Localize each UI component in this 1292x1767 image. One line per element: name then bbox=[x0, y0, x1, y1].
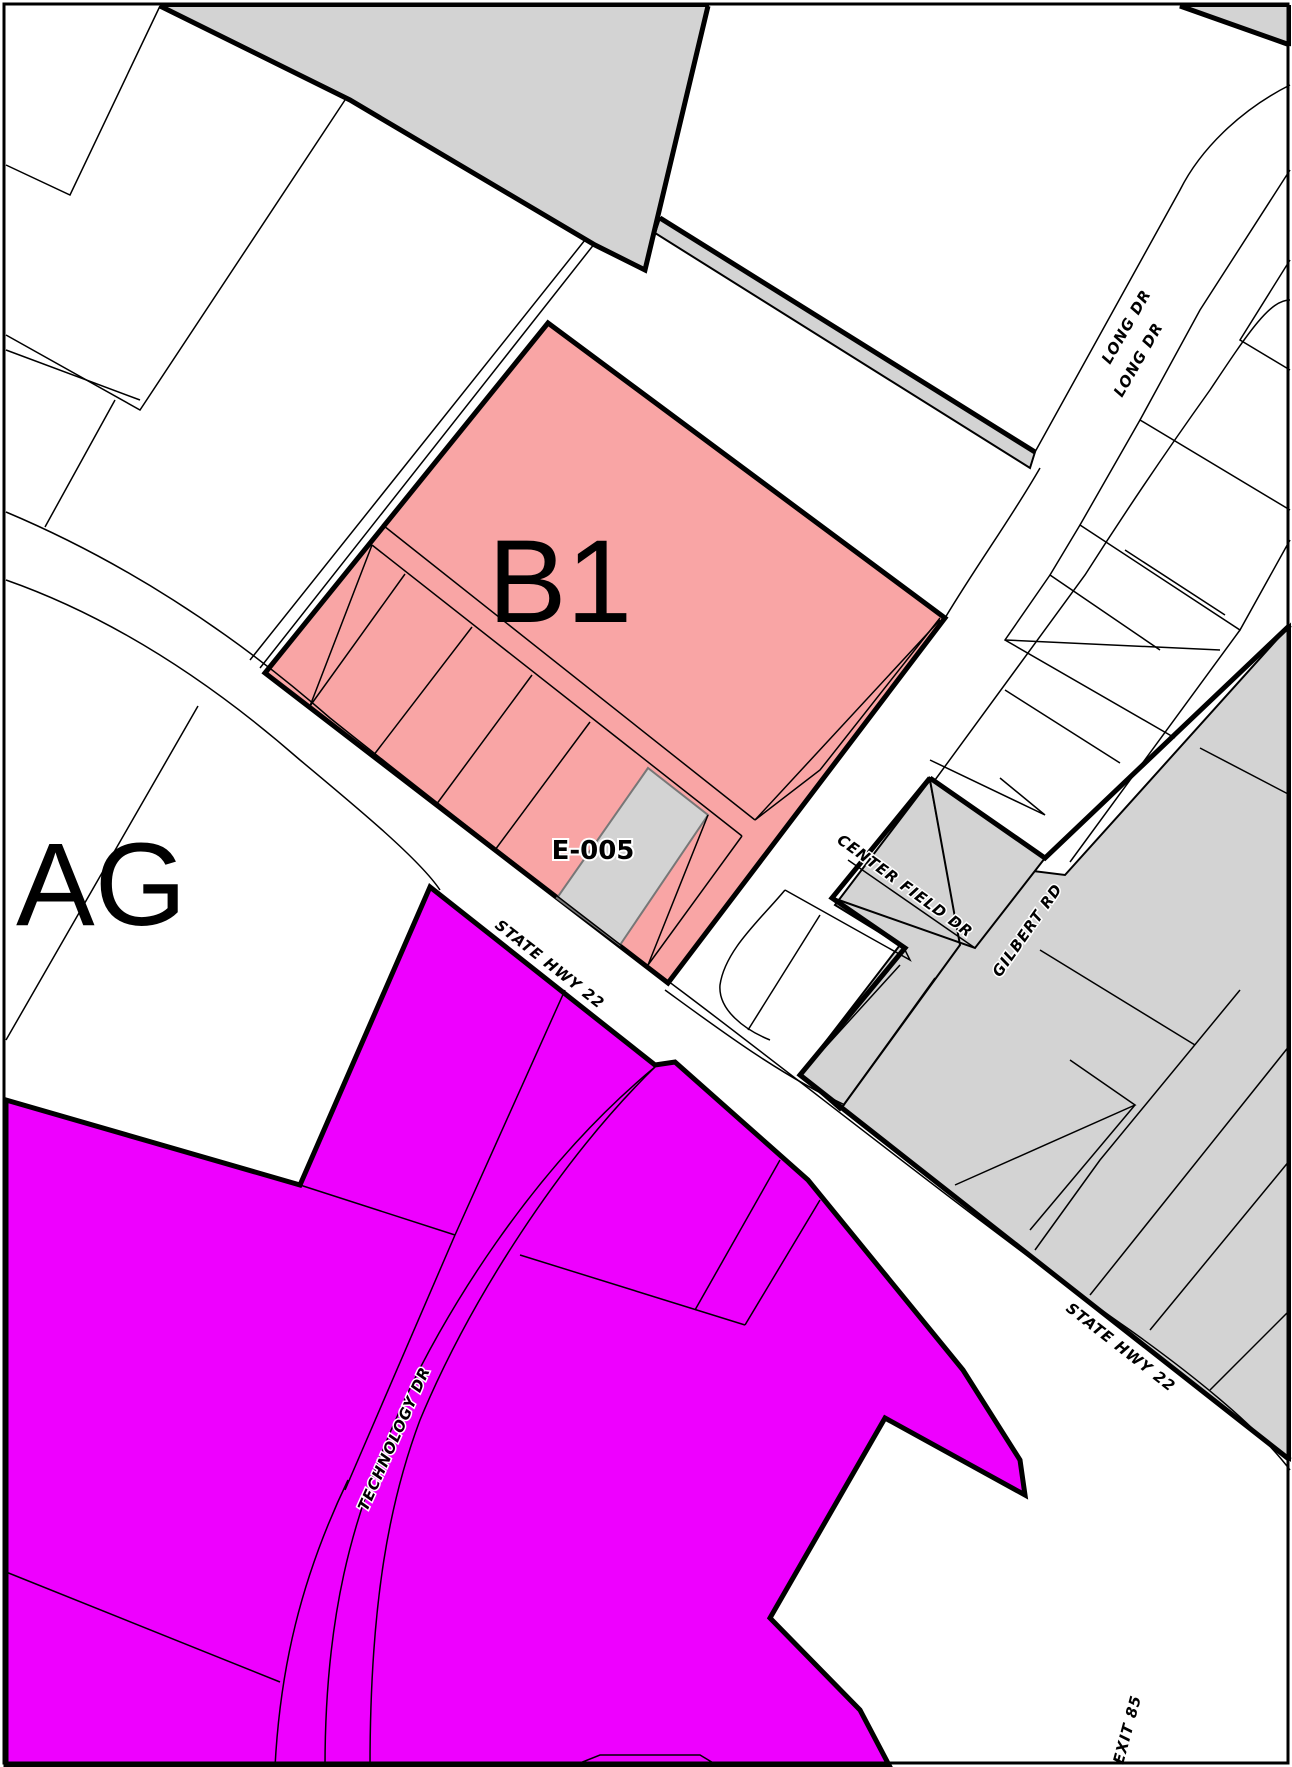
industrial-zone bbox=[3, 883, 1029, 1767]
b1-zone-area bbox=[261, 319, 949, 987]
industrial-lot-lines bbox=[5, 989, 821, 1767]
zone-label-ag: AG bbox=[16, 819, 187, 951]
zone-boundaries bbox=[158, 3, 1292, 1462]
zone-label-b1: B1 bbox=[488, 516, 632, 648]
b1-zone bbox=[261, 319, 949, 987]
industrial-zone-area bbox=[3, 883, 1029, 1767]
zone-labels: B1 AG bbox=[16, 516, 632, 951]
grey-zone-areas bbox=[159, 5, 1291, 1463]
b1-lot-lines bbox=[309, 525, 941, 966]
parcel-label-e005: E-005 bbox=[552, 836, 635, 866]
